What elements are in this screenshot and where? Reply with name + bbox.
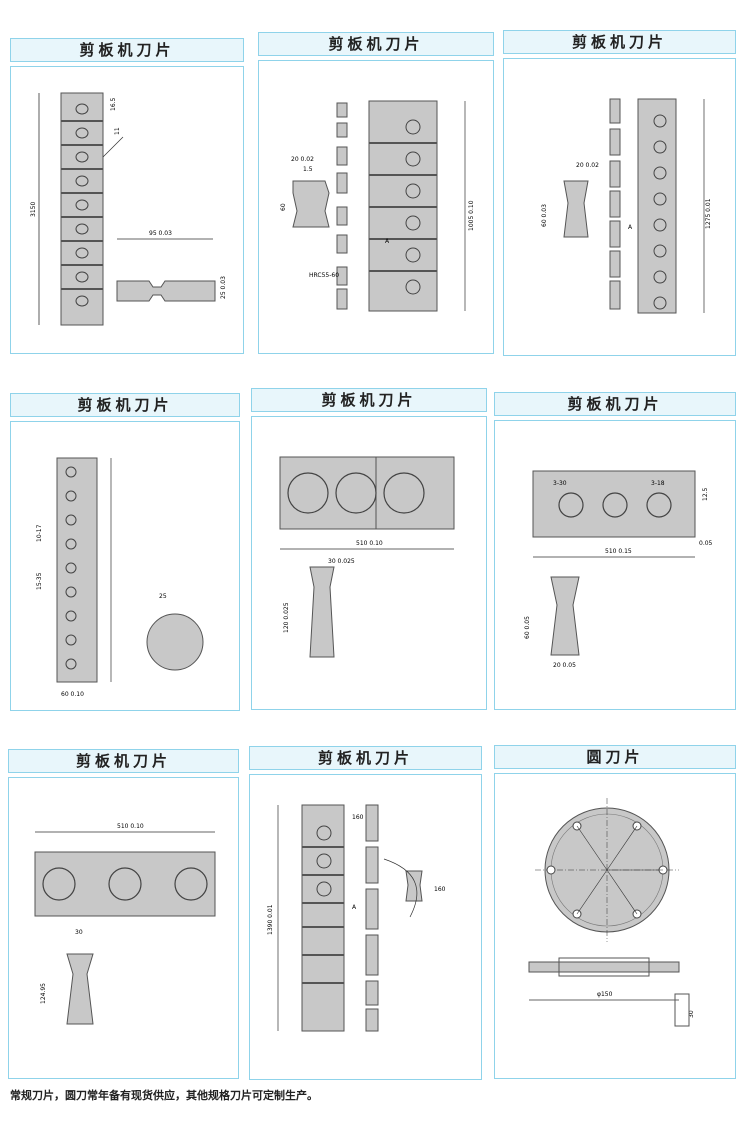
- drawing-frame: 510 0.10 30 0.025 120 0.025: [251, 416, 487, 710]
- dim-a: 30: [75, 929, 83, 936]
- panel-8: 剪板机刀片 1390 0.01 160 160 A: [249, 746, 482, 1080]
- dim-a: 20 0.02: [291, 156, 314, 163]
- dim-a: 160: [352, 814, 364, 821]
- dim-b: 160: [434, 886, 446, 893]
- dim-thickness: 30: [688, 1010, 695, 1018]
- panel-title-text: 剪板机刀片: [77, 396, 173, 414]
- panel-title-text: 剪板机刀片: [328, 35, 424, 53]
- dim-height: 25 0.03: [220, 276, 227, 299]
- panel-title: 剪板机刀片: [8, 749, 239, 773]
- dim-length: 1390 0.01: [267, 904, 274, 935]
- dim-length: 510 0.10: [117, 823, 144, 830]
- panel-9: 圆刀片 φ150 30: [494, 745, 736, 1079]
- dim-diameter: φ150: [597, 991, 613, 998]
- panel-5: 剪板机刀片 510 0.10 30 0.025 120 0.025: [251, 388, 487, 710]
- blade-drawing: 3-30 3-18 12.5 0.05 510 0.15 60 0.05 20 …: [524, 470, 713, 669]
- dim-a: 10-17: [36, 524, 43, 542]
- panel-title: 圆刀片: [494, 745, 736, 769]
- dim-length: 1275 0.01: [705, 198, 712, 229]
- dim-b: 60 0.03: [541, 204, 548, 227]
- blade-drawing: 10-17 15-35 60 0.10 25: [36, 457, 204, 698]
- section-mark: A: [628, 224, 633, 231]
- blade-drawing: 3150 16.5 11 95 0.03 25 0.03: [30, 92, 227, 326]
- panel-title: 剪板机刀片: [10, 393, 240, 417]
- panel-title-text: 剪板机刀片: [317, 749, 413, 767]
- blade-drawing: 510 0.10 30 124.95: [34, 823, 216, 1025]
- section-mark: A: [385, 238, 390, 245]
- dim-b: 3-18: [651, 480, 665, 487]
- dim-b: 15-35: [36, 572, 43, 590]
- panel-title-text: 圆刀片: [586, 748, 644, 766]
- drawing-frame: 3-30 3-18 12.5 0.05 510 0.15 60 0.05 20 …: [494, 420, 736, 710]
- panel-1: 剪板机刀片 3150 16.5 11 95 0.03: [10, 38, 244, 354]
- panel-4: 剪板机刀片 10-17 15-35 60 0.10 25: [10, 393, 240, 711]
- round-blade-drawing: φ150 30: [528, 798, 695, 1027]
- blade-drawing: 510 0.10 30 0.025 120 0.025: [279, 456, 455, 658]
- dim-b: 120 0.025: [283, 602, 290, 633]
- dim-f: 12.5: [702, 487, 709, 501]
- drawing-frame: 3150 16.5 11 95 0.03 25 0.03: [10, 66, 244, 354]
- drawing-frame: 510 0.10 30 124.95: [8, 777, 239, 1079]
- panel-title-text: 剪板机刀片: [567, 395, 663, 413]
- blade-drawing: 1275 0.01 20 0.02 60 0.03 A: [541, 98, 712, 314]
- page-caption: 常规刀片，圆刀常年备有现货供应，其他规格刀片可定制生产。: [10, 1089, 318, 1102]
- drawing-frame: 10-17 15-35 60 0.10 25: [10, 421, 240, 711]
- panel-3: 剪板机刀片 1275 0.01 20 0.02 60 0.03 A: [503, 30, 736, 356]
- drawing-frame: 1390 0.01 160 160 A: [249, 774, 482, 1080]
- panel-2: 剪板机刀片 1005 0.10 20 0.02 1.5: [258, 32, 494, 354]
- dim-b: 124.95: [40, 983, 47, 1004]
- panel-title: 剪板机刀片: [249, 746, 482, 770]
- dim-length: 1005 0.10: [468, 200, 475, 231]
- dim-length: 510 0.15: [605, 548, 632, 555]
- panel-title: 剪板机刀片: [503, 30, 736, 54]
- dim-a: 20 0.02: [576, 162, 599, 169]
- panel-7: 剪板机刀片 510 0.10 30 124.95: [8, 749, 239, 1079]
- panel-title: 剪板机刀片: [251, 388, 487, 412]
- drawing-frame: 1005 0.10 20 0.02 1.5 60 HRC55-60 A: [258, 60, 494, 354]
- panel-title: 剪板机刀片: [258, 32, 494, 56]
- dim-width: 95 0.03: [149, 230, 172, 237]
- drawing-frame: φ150 30: [494, 773, 736, 1079]
- dim-a: 16.5: [110, 97, 117, 111]
- dim-c: 60: [280, 203, 287, 211]
- dim-width: 60 0.10: [61, 691, 84, 698]
- panel-title-text: 剪板机刀片: [75, 752, 171, 770]
- panel-title-text: 剪板机刀片: [79, 41, 175, 59]
- dim-e: 20 0.05: [553, 662, 576, 669]
- panel-title-text: 剪板机刀片: [321, 391, 417, 409]
- dim-length: 510 0.10: [356, 540, 383, 547]
- dim-a: 3-30: [553, 480, 567, 487]
- dim-a: 30 0.025: [328, 558, 355, 565]
- drawing-frame: 1275 0.01 20 0.02 60 0.03 A: [503, 58, 736, 356]
- dim-d: 60 0.05: [524, 616, 531, 639]
- dim-b: 1.5: [303, 166, 313, 173]
- blade-drawing: 1390 0.01 160 160 A: [267, 804, 446, 1032]
- dim-c: 0.05: [699, 540, 713, 547]
- dim-diameter: 25: [159, 593, 167, 600]
- panel-title: 剪板机刀片: [10, 38, 244, 62]
- panel-title: 剪板机刀片: [494, 392, 736, 416]
- section-mark: A: [352, 904, 357, 911]
- panel-6: 剪板机刀片 3-30 3-18 12.5 0.05 510 0.15 60 0.…: [494, 392, 736, 710]
- hardness: HRC55-60: [309, 272, 339, 279]
- blade-drawing: 1005 0.10 20 0.02 1.5 60 HRC55-60 A: [280, 100, 475, 312]
- dim-b: 11: [114, 127, 121, 135]
- dim-length: 3150: [30, 202, 37, 217]
- panel-title-text: 剪板机刀片: [571, 33, 667, 51]
